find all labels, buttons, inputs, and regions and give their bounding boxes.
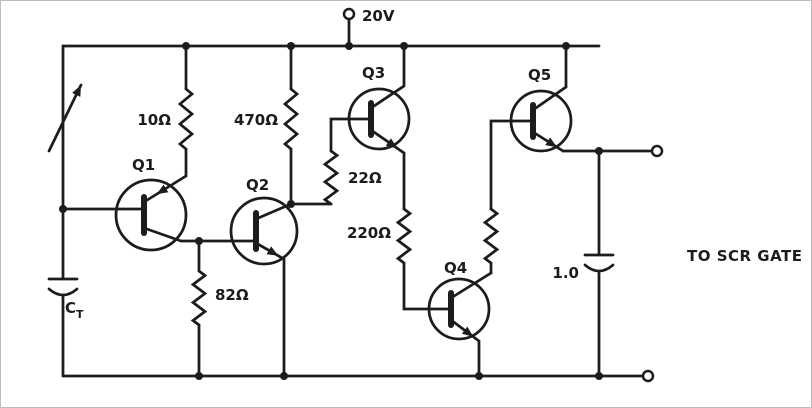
junction-dot [475, 372, 483, 380]
r82-resistor-body [190, 269, 208, 327]
output-bottom-terminal [641, 369, 655, 383]
labels: 20V Q1 Q2 Q3 Q4 Q5 10Ω 470Ω 22Ω 220Ω 82Ω… [65, 7, 803, 321]
q2-body-circle [229, 196, 299, 266]
junction-dot [595, 147, 603, 155]
timing-cap-label: CT [65, 299, 84, 321]
output-top-terminal [650, 144, 664, 158]
transistor-label-q4: Q4 [444, 259, 467, 277]
q2-collector-lead [254, 202, 293, 221]
resistor-label-470ohm: 470Ω [234, 111, 278, 129]
q1-emitter-arrowhead [156, 184, 169, 195]
transistor-label-q3: Q3 [362, 64, 385, 82]
to-scr-gate-label: TO SCR GATE [687, 247, 803, 265]
q1-lower-lead [142, 226, 183, 243]
ct-cap-bottom-plate [47, 287, 79, 297]
q3-emitter-arrowhead [385, 138, 398, 149]
resistor-label-10ohm: 10Ω [137, 111, 171, 129]
r-q4q5-to-q5-base-wire [489, 119, 535, 211]
terminals [342, 7, 664, 383]
junction-dot [287, 200, 295, 208]
resistor-label-22ohm: 22Ω [348, 169, 382, 187]
schematic-strokes [47, 17, 653, 378]
supply-terminal [342, 7, 356, 21]
r10-resistor-body [177, 87, 195, 151]
q3-collector-lead [369, 44, 406, 110]
supply-label: 20V [362, 7, 395, 25]
variable-resistor-arrow-shaft [47, 83, 83, 153]
junction-dot [59, 205, 67, 213]
resistor-label-220ohm: 220Ω [347, 224, 391, 242]
q4-collector-lead [449, 271, 493, 300]
r-q4q5-resistor-body [482, 207, 500, 265]
q4-body-circle [427, 277, 491, 341]
r22-resistor-body [322, 149, 340, 206]
junction-dot [195, 237, 203, 245]
junction-dot [287, 42, 295, 50]
schematic-fills [59, 42, 603, 380]
q1-body-circle [114, 178, 188, 252]
q3-emitter-lead [369, 128, 406, 155]
transistor-label-q5: Q5 [528, 66, 551, 84]
r220-resistor-body [395, 207, 413, 265]
junction-dot [345, 42, 353, 50]
transistor-label-q1: Q1 [132, 156, 155, 174]
junction-dot [195, 372, 203, 380]
q5-body-circle [509, 89, 573, 153]
junction-dot [280, 372, 288, 380]
q2-emitter-lead [254, 241, 286, 378]
variable-resistor-arrowhead [72, 85, 81, 97]
junction-dot [182, 42, 190, 50]
out-cap-bottom-plate [583, 263, 615, 273]
r220-to-q4-base-wire [402, 261, 453, 311]
q4-emitter-arrowhead [461, 326, 474, 337]
output-cap-label: 1.0 [552, 264, 579, 282]
q5-collector-lead [531, 44, 568, 112]
q2-emitter-arrowhead [266, 246, 279, 256]
r470-resistor-body [282, 87, 300, 151]
r22-to-q3-base-wire [329, 117, 373, 153]
q3-body-circle [347, 87, 411, 151]
transistor-label-q2: Q2 [246, 176, 269, 194]
q5-emitter-arrowhead [545, 137, 557, 148]
resistor-label-82ohm: 82Ω [215, 286, 249, 304]
junction-dot [562, 42, 570, 50]
junction-dot [595, 372, 603, 380]
q4-emitter-lead [449, 318, 481, 378]
junction-dot [400, 42, 408, 50]
